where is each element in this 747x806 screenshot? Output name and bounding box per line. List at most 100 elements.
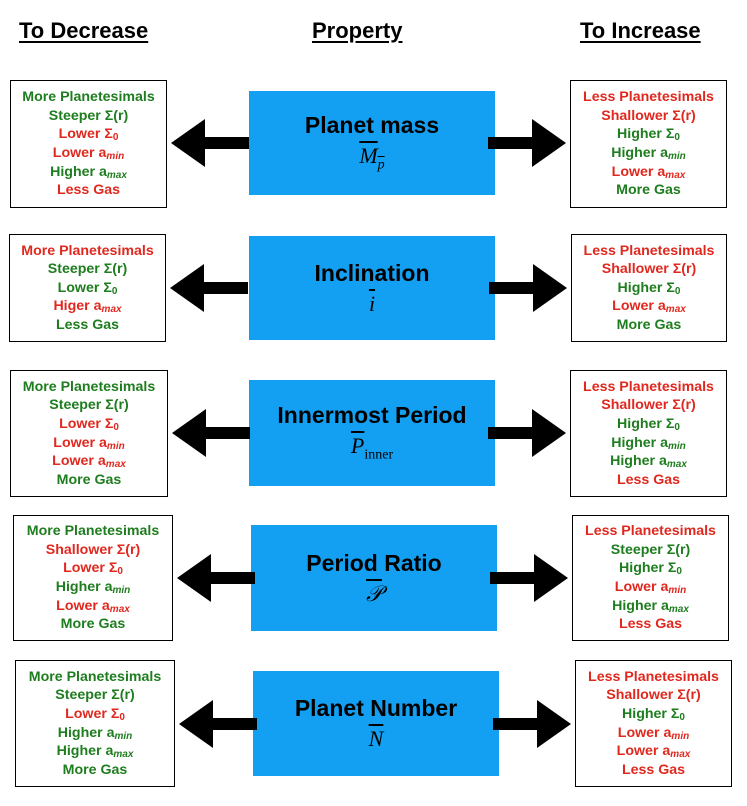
factor-item: Higher amax [612, 597, 689, 616]
factor-item: Lower Σ0 [65, 705, 125, 724]
factor-subscript: 0 [112, 132, 119, 144]
factor-label: Lower a [611, 163, 666, 180]
factor-item: Lower amin [53, 434, 124, 453]
factor-subscript: 0 [117, 566, 123, 578]
factor-item: Shallower Σ(r) [601, 396, 695, 415]
factor-label: Lower Σ [58, 126, 113, 143]
factor-item: More Planetesimals [27, 522, 159, 541]
factor-subscript: max [106, 169, 127, 181]
factor-label: Higher a [56, 743, 114, 760]
factor-label: Higher Σ [617, 126, 675, 143]
factor-label: Less Gas [56, 182, 121, 199]
factor-subscript: max [668, 603, 689, 615]
factor-label: Lower a [614, 579, 669, 595]
arrow-left-icon [172, 409, 250, 457]
factor-label: More Gas [616, 316, 682, 333]
factor-item: Lower amax [612, 297, 686, 316]
factor-item: Lower amin [618, 724, 689, 743]
factor-label: Less Planetesimals [588, 668, 719, 685]
factor-subscript: 0 [111, 285, 118, 297]
factor-item: Shallower Σ(r) [606, 686, 700, 705]
property-symbol-base: 𝒫 [366, 580, 382, 606]
factor-label: Lower a [612, 298, 666, 315]
factor-label: Higher a [57, 724, 115, 741]
property-name: Inclination [314, 259, 430, 286]
factor-label: More Planetesimals [21, 242, 154, 259]
factor-item: Less Planetesimals [583, 378, 714, 397]
factor-subscript: max [666, 459, 687, 471]
factor-subscript: min [114, 730, 133, 742]
factor-label: Less Gas [621, 761, 686, 778]
property-symbol: Mp [359, 143, 384, 173]
factor-item: More Planetesimals [29, 668, 161, 687]
factor-item: Lower amin [615, 578, 686, 597]
factor-item: Less Planetesimals [583, 88, 714, 107]
factor-label: Steeper Σ(r) [610, 541, 691, 558]
arrow-left-icon [179, 699, 257, 748]
factor-label: Higer a [53, 298, 102, 315]
factor-item: Steeper Σ(r) [49, 107, 128, 126]
factor-item: More Gas [57, 471, 122, 490]
arrow-left-icon [170, 264, 248, 312]
factor-item: Less Gas [619, 615, 682, 634]
property-name: Planet Number [294, 695, 458, 721]
property-symbol-sub: inner [364, 447, 394, 463]
factor-item: Lower amax [612, 163, 686, 182]
factor-item: More Gas [63, 761, 128, 780]
factor-item: Lower amin [53, 144, 124, 163]
factor-label: More Planetesimals [22, 89, 155, 106]
factor-label: Lower a [56, 597, 110, 614]
factor-subscript: 0 [674, 421, 680, 433]
factor-item: Lower Σ0 [63, 559, 123, 578]
factor-subscript: max [101, 304, 122, 316]
factor-label: Steeper Σ(r) [48, 107, 129, 124]
factor-item: More Planetesimals [21, 242, 153, 261]
factor-label: Higher a [55, 579, 113, 595]
factor-item: More Planetesimals [22, 88, 154, 107]
property-symbol: N [369, 726, 384, 752]
arrow-right-icon [488, 119, 566, 167]
factor-item: Shallower Σ(r) [601, 107, 695, 126]
factor-subscript: max [670, 749, 691, 761]
factor-item: Less Gas [622, 761, 685, 780]
factor-item: Less Planetesimals [588, 668, 719, 687]
factor-label: Lower Σ [63, 560, 118, 577]
factor-item: Higher amax [57, 742, 134, 761]
factor-label: Higher a [611, 434, 668, 451]
property-symbol: 𝒫 [366, 581, 382, 607]
factor-subscript: 0 [674, 132, 680, 144]
factor-subscript: 0 [119, 711, 125, 723]
factor-item: More Gas [617, 316, 682, 335]
factor-label: Lower Σ [65, 705, 120, 722]
factor-item: Less Planetesimals [585, 522, 716, 541]
factor-item: More Gas [616, 181, 681, 200]
factor-label: Steeper Σ(r) [55, 687, 135, 704]
factor-label: Higher Σ [617, 279, 675, 296]
factor-label: Lower Σ [57, 279, 112, 296]
factor-item: More Planetesimals [23, 378, 155, 397]
factor-label: Higher a [611, 145, 668, 161]
factor-label: More Gas [616, 182, 681, 199]
factor-label: Less Planetesimals [583, 89, 714, 106]
factor-label: Shallower Σ(r) [45, 541, 141, 558]
factor-label: Lower a [53, 434, 107, 451]
factor-item: Higher Σ0 [617, 125, 680, 144]
factor-item: Higher Σ0 [618, 279, 681, 298]
arrow-right-icon [490, 554, 568, 602]
arrow-left-icon [171, 119, 249, 167]
factor-label: Higher a [612, 597, 669, 614]
factor-subscript: min [112, 585, 131, 596]
factor-item: Higher amax [610, 452, 687, 471]
factor-item: Less Gas [57, 181, 120, 200]
factor-item: Lower amax [52, 452, 126, 471]
